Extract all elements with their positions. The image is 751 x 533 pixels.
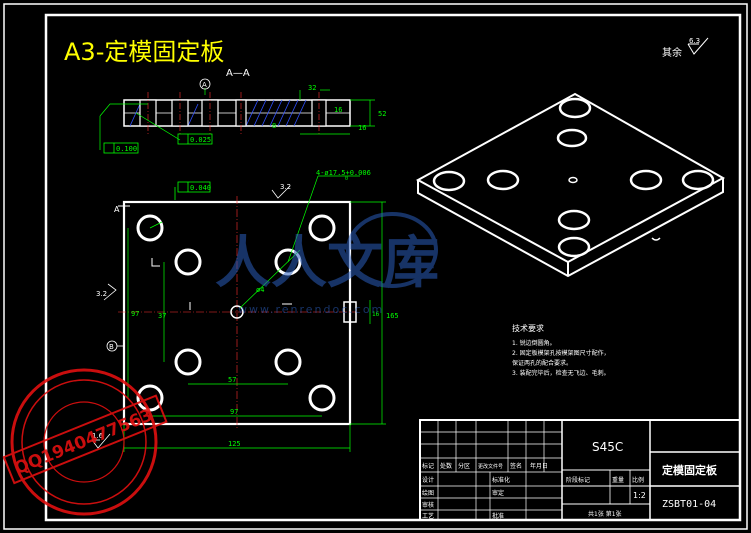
watermark-url: www.renrendoc.com (238, 303, 384, 316)
gdt-frame-3 (174, 181, 211, 200)
roughness-top-value: 3.2 (280, 183, 291, 191)
material: S45C (592, 440, 623, 454)
red-stamp-seal: QQ1940477563 (2, 368, 168, 516)
roughness-bottom-icon (91, 433, 111, 449)
dim-width-outer: 97 (230, 408, 238, 416)
cut-label-a: A (114, 205, 120, 214)
drawing-title: A3-定模固定板 (64, 38, 224, 66)
roughness-value: 6.3 (689, 37, 700, 45)
tb-label: 年月日 (530, 462, 548, 470)
roughness-top-icon (271, 185, 291, 199)
tb-stage-label: 阶段标记 (566, 476, 590, 484)
dim-side-2: 16 (334, 106, 342, 114)
drawing-number: ZSBT01-04 (662, 499, 716, 510)
watermark: 人人文库 www.renrendoc.com (215, 212, 439, 316)
tb-stage-label: 比例 (632, 476, 644, 484)
dim-height-total: 165 (386, 312, 399, 320)
tb-row-label: 审核 (422, 501, 434, 509)
gdt-value-1: 0.100 (116, 145, 137, 153)
roughness-bottom-value: 1.6 (92, 432, 104, 440)
tech-req-item: 3. 装配完毕后，检查无飞边、毛刺。 (512, 369, 610, 377)
title-block (419, 419, 741, 521)
tb-row-label: 工艺 (422, 512, 434, 520)
dim-thickness-2: 16 (358, 124, 366, 132)
roughness-note: 其余 (662, 46, 682, 59)
scale-value: 1:2 (633, 491, 646, 500)
roughness-left-value: 3.2 (96, 290, 107, 298)
outer-frame (3, 3, 748, 530)
tech-req-item: 1. 锐边倒圆角。 (512, 339, 556, 347)
isometric-view (415, 92, 726, 278)
dim-thickness-1: 52 (378, 110, 386, 118)
part-name: 定模固定板 (662, 463, 718, 477)
sheet-info: 共1张 第1张 (588, 510, 622, 518)
dim-width-total: 125 (228, 440, 241, 448)
inner-frame (44, 13, 742, 522)
gdt-value-2: 0.025 (190, 136, 211, 144)
tb-row-label: 设计 (422, 476, 434, 484)
hole-callout-tol: 0 (345, 176, 348, 182)
tb-col-label: 批准 (492, 512, 504, 520)
hole-callout: 4-ø17.5+0.006 (316, 169, 371, 177)
section-label: A—A (226, 68, 250, 79)
tb-stage-label: 重量 (612, 476, 624, 484)
tb-col-label: 审定 (492, 489, 504, 497)
gdt-value-3: 0.040 (190, 184, 211, 192)
dim-height-inner: 37 (158, 312, 166, 320)
roughness-symbol-icon (687, 37, 709, 55)
tb-label: 标记 (422, 462, 434, 470)
dim-right-small: 16 (372, 311, 380, 318)
dim-side-3: 8 (272, 122, 276, 130)
roughness-left-icon (103, 283, 117, 301)
tb-label: 分区 (458, 462, 470, 470)
dim-diameter: ø4 (256, 286, 264, 294)
title-block-text: 标记 处数 分区 更改文件号 签名 年月日 设计 绘图 审核 工艺 标准化 审定… (422, 440, 718, 520)
tech-req-item: 保证两孔的配合要求。 (512, 359, 572, 367)
tech-req-title: 技术要求 (512, 323, 544, 333)
tb-col-label: 标准化 (492, 476, 510, 484)
tb-label: 签名 (510, 462, 522, 470)
dim-side-1: 32 (308, 84, 316, 92)
section-view: 0.100 0.025 52 16 32 16 8 A (99, 78, 386, 154)
dim-width-inner: 57 (228, 376, 236, 384)
datum-b-label: B (109, 343, 114, 351)
stamp-text: QQ1940477563 (12, 405, 156, 479)
dim-height-outer: 97 (131, 310, 139, 318)
tb-label: 更改文件号 (478, 463, 503, 470)
datum-a-label: A (202, 81, 207, 89)
tb-row-label: 绘图 (422, 489, 434, 497)
datum-a-circle-icon (199, 78, 211, 90)
tech-requirements: 技术要求 1. 锐边倒圆角。 2. 固定板模架孔按模架图尺寸配作， 保证两孔的配… (512, 323, 610, 377)
tech-req-item: 2. 固定板模架孔按模架图尺寸配作， (512, 349, 610, 357)
tb-label: 处数 (440, 462, 452, 470)
